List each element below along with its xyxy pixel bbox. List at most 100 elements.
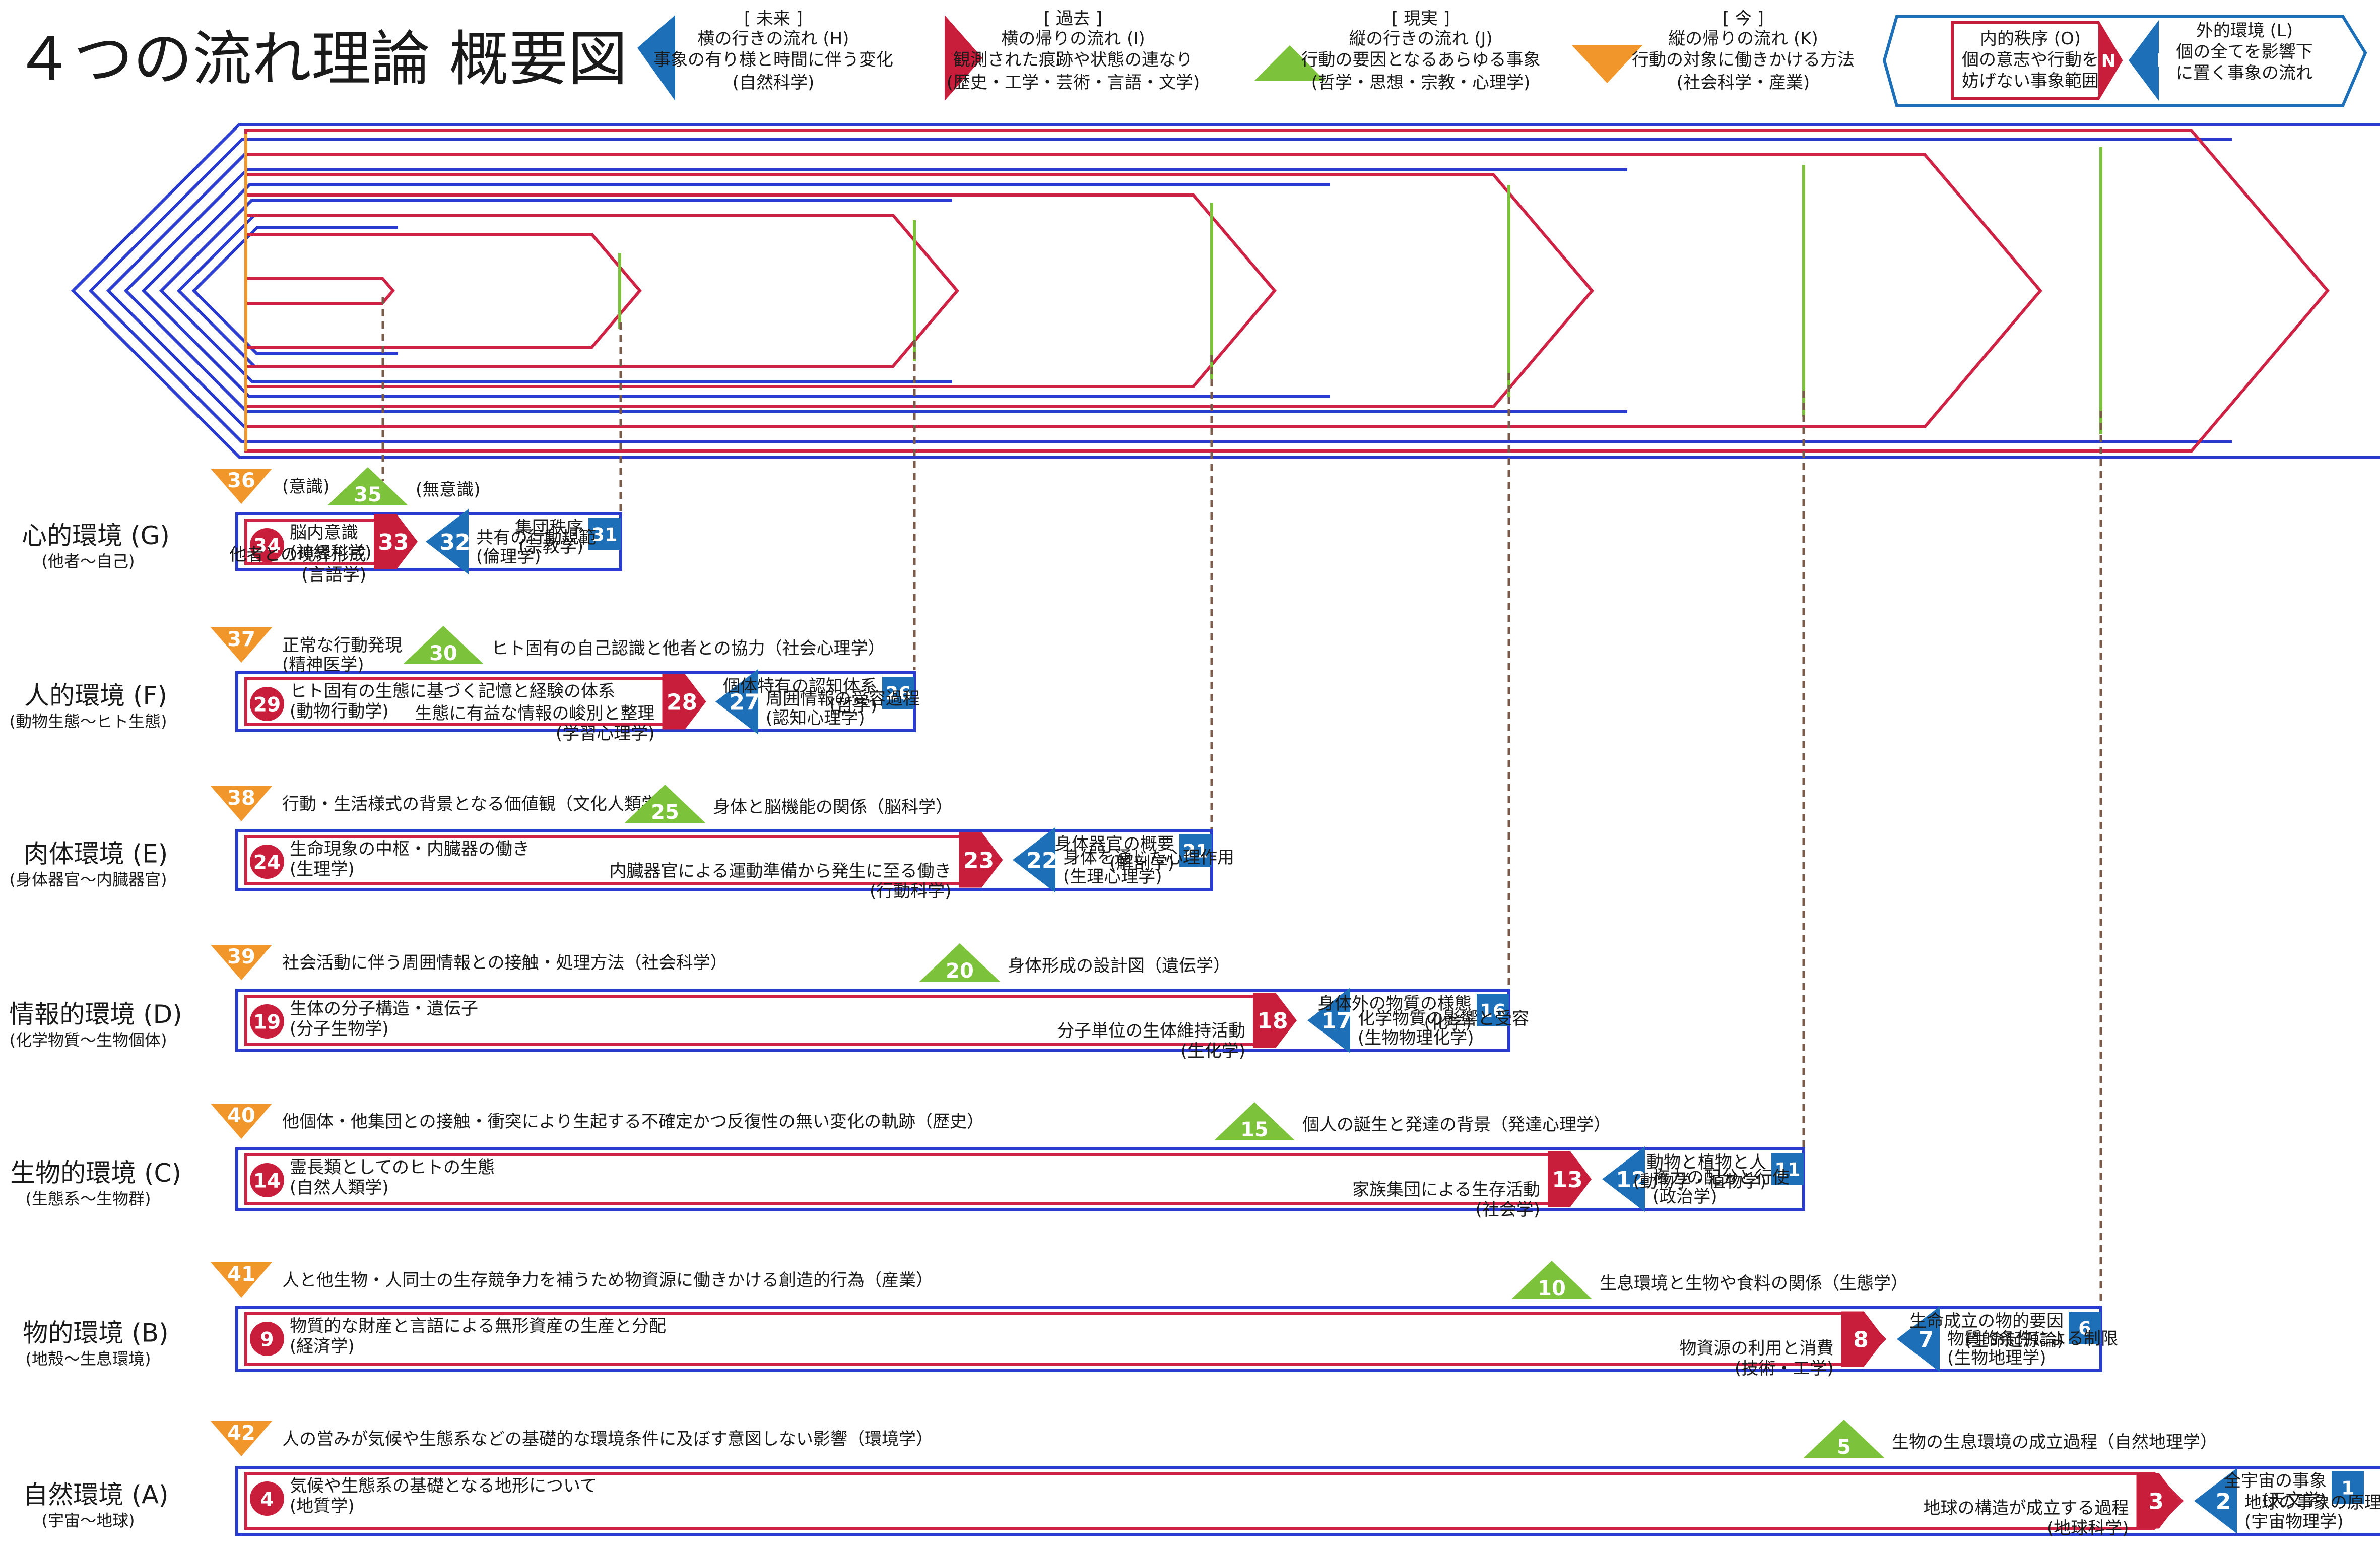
legend-line2: 行動の要因となるあらゆる事象 (1301, 50, 1541, 70)
top-desc-line2: (宗教学) (518, 537, 583, 557)
legend-item: [ 過去 ]横の帰りの流れ (I)観測された痕跡や状態の連なり(歴史・工学・芸術… (945, 9, 1200, 101)
red-desc-line2: (神経科学) (290, 543, 372, 563)
orange-desc: 正常な行動発現 (282, 635, 402, 656)
top-desc-line1: 集団秩序 (515, 518, 583, 538)
outer-line3: に置く事象の流れ (2176, 63, 2313, 83)
env-sub: (身体器官〜内臓器官) (10, 870, 167, 889)
top-desc-line1: 個体特有の認知体系 (723, 676, 877, 696)
red-arrow-badge (662, 674, 706, 730)
orange-num: 38 (227, 787, 255, 810)
top-desc-line2: (化学) (1424, 1013, 1472, 1033)
left-desc-line1: 物質的条件による制限 (1947, 1329, 2118, 1349)
red-circle-num: 14 (253, 1170, 281, 1192)
red-desc-line1: 脳内意識 (290, 523, 358, 543)
blue-square-num-square (2332, 1471, 2364, 1504)
legend-line2: 行動の対象に働きかける方法 (1632, 50, 1855, 70)
top-desc-line2: (哲学) (829, 695, 877, 716)
red-desc-line1: 物質的な財産と言語による無形資産の生産と分配 (290, 1316, 666, 1336)
green-num: 5 (1837, 1436, 1851, 1459)
blue-square-num: 1 (2341, 1477, 2354, 1499)
red-desc-line2: (動物行動学) (290, 701, 389, 722)
left-num: 2 (2216, 1489, 2231, 1515)
red-circle-num-circle (250, 1163, 284, 1197)
env-name: 生物的環境 (C) (10, 1158, 181, 1188)
red-arrow-badge (1841, 1311, 1885, 1367)
env-sub: (化学物質〜生物個体) (10, 1030, 167, 1050)
env-sub: (生態系〜生物群) (26, 1189, 151, 1208)
red-right-triangle-icon (945, 15, 982, 101)
red-arrow-badge (2136, 1473, 2180, 1529)
red-inner-arrow (244, 194, 1277, 388)
left-desc-line2: (生物物理化学) (1358, 1028, 1474, 1048)
left-desc-line2: (生物地理学) (1947, 1348, 2046, 1368)
red-circle-num: 34 (253, 535, 281, 557)
legend-tag: [ 今 ] (1723, 9, 1764, 29)
legend-item: [ 現実 ]縦の行きの流れ (J)行動の要因となるあらゆる事象(哲学・思想・宗教… (1254, 9, 1540, 93)
orange-num: 39 (227, 945, 255, 969)
left-desc-line2: (生理心理学) (1063, 867, 1162, 887)
orange-desc: 人と他生物・人同士の生存競争力を補うため物資源に働きかける創造的行為（産業） (282, 1270, 933, 1291)
red-circle-num-circle (250, 687, 284, 721)
env-name: 心的環境 (G) (22, 521, 170, 550)
blue-left-badge (1307, 988, 1350, 1053)
red-circle-num-circle (250, 845, 284, 879)
blue-left-triangle-icon (637, 15, 675, 101)
green-num: 20 (946, 959, 974, 983)
legend-line2: 事象の有り様と時間に伴う変化 (653, 50, 893, 70)
env-sub: (他者〜自己) (42, 552, 135, 571)
blue-square-num: 6 (2078, 1317, 2091, 1339)
arrow-desc-line1: 他者との境界形成 (229, 545, 366, 565)
red-desc-line1: 霊長類としてのヒトの生態 (290, 1157, 495, 1178)
green-desc: ヒト固有の自己認識と他者との協力（社会心理学） (491, 638, 885, 659)
page-title: ４つの流れ理論 概要図 (14, 24, 628, 94)
left-desc-line1: 共有の行動規範 (476, 528, 596, 548)
top-desc-line1: 身体器官の概要 (1054, 834, 1174, 854)
legend-tag: [ 過去 ] (1044, 9, 1102, 29)
red-desc-line2: (分子生物学) (290, 1019, 389, 1039)
left-desc-line2: (認知心理学) (766, 708, 865, 728)
orange-num: 40 (227, 1104, 255, 1127)
red-inner-arrow (244, 277, 395, 305)
arrow-num: 3 (2148, 1489, 2164, 1515)
legend-line3: (社会科学・産業) (1677, 73, 1810, 93)
orange-down-badge (211, 786, 272, 821)
top-desc-line2: (解剖学) (1109, 853, 1174, 873)
blue-square-num: 21 (1182, 840, 1208, 862)
red-circle-num: 9 (260, 1328, 274, 1351)
orange-down-triangle-icon (1572, 45, 1642, 83)
red-desc-line1: 生体の分子構造・遺伝子 (290, 999, 478, 1019)
left-num: 12 (1616, 1167, 1646, 1193)
arrow-desc-line1: 分子単位の生体維持活動 (1057, 1021, 1245, 1041)
blue-outer-chevron (88, 138, 2232, 443)
orange-down-badge (211, 1262, 272, 1298)
red-circle-num: 29 (253, 693, 281, 716)
left-desc-line2: (宇宙物理学) (2244, 1512, 2344, 1532)
top-desc-line1: 生命成立の物的要因 (1909, 1311, 2064, 1331)
arrow-desc-line2: (地球科学) (2047, 1518, 2129, 1538)
red-inner-arrow (244, 173, 1594, 408)
badge-n: N (2101, 51, 2115, 71)
left-desc-line1: 身体を通じた心理作用 (1063, 848, 1234, 868)
orange-num: 36 (227, 469, 255, 492)
arrow-num: 28 (667, 690, 697, 716)
red-desc-line2: (地質学) (290, 1496, 355, 1516)
blue-square-num-square (882, 677, 914, 709)
red-circle-num: 4 (260, 1488, 274, 1511)
env-name: 物的環境 (B) (23, 1319, 168, 1348)
n-arrow-icon (2098, 23, 2121, 98)
orange-desc: 人の営みが気候や生態系などの基礎的な環境条件に及ぼす意図しない影響（環境学） (282, 1429, 933, 1449)
red-inner-arrow (244, 214, 959, 368)
green-up-badge (625, 785, 705, 823)
legend-tag: [ 未来 ] (744, 9, 803, 29)
arrow-desc-line1: 物資源の利用と消費 (1680, 1338, 1834, 1359)
blue-left-badge (1897, 1306, 1940, 1372)
red-arrow-badge (1548, 1151, 1592, 1207)
red-arrow-badge (374, 514, 418, 569)
